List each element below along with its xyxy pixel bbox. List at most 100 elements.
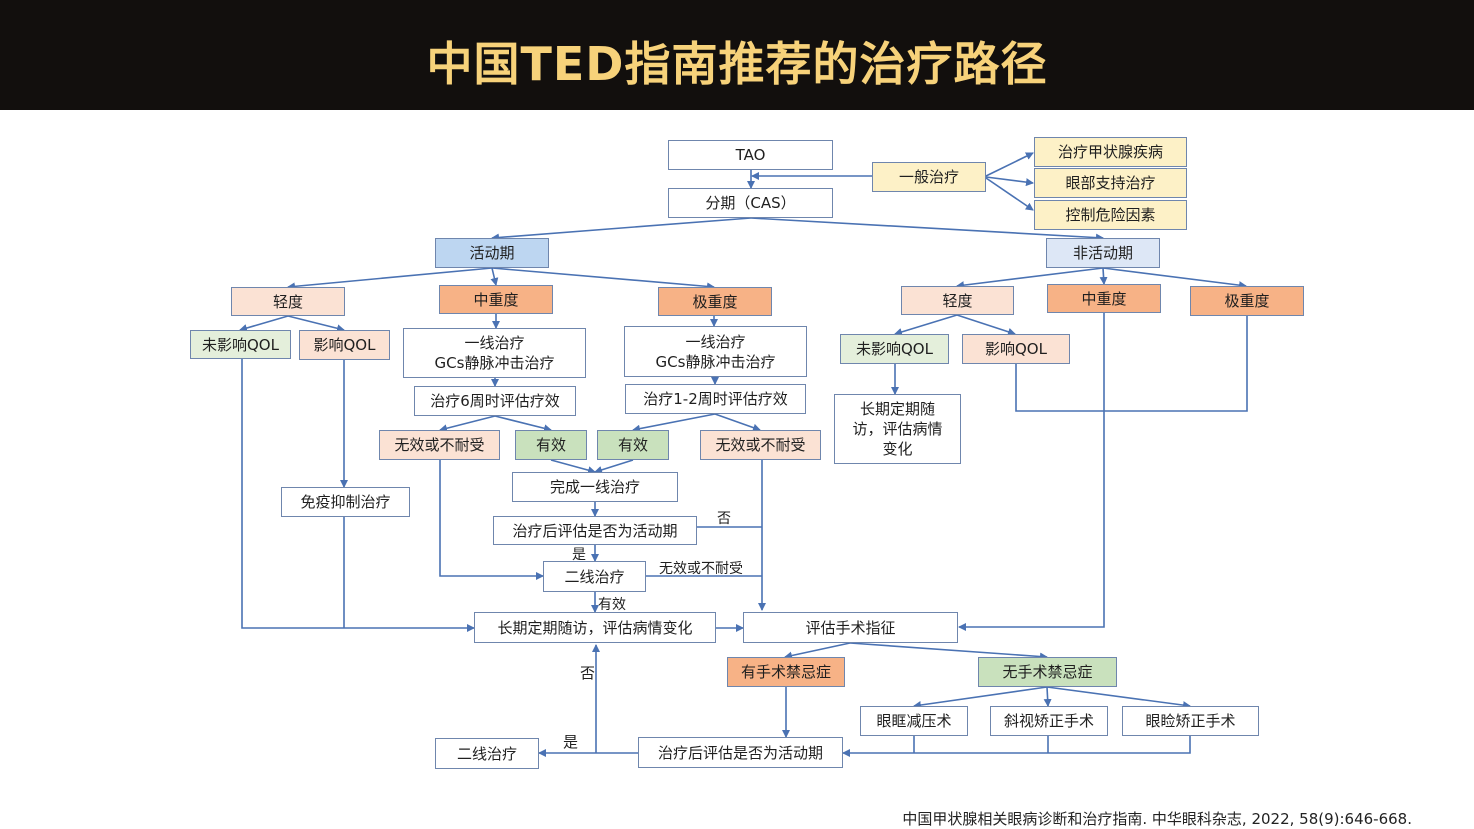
arrow-eval6w-to-ineffective bbox=[439, 415, 496, 433]
inactive-followup-line2: 访，评估病情 bbox=[852, 420, 943, 438]
arrow-imild-to-qol bbox=[956, 314, 1016, 336]
arrow-nocontra-to-strabismus bbox=[1043, 686, 1052, 707]
arrow-nocontra-to-orbital bbox=[913, 686, 1048, 709]
effective-b-label: 有效 bbox=[617, 436, 648, 454]
contraindication-node: 有手术禁忌症 bbox=[727, 657, 845, 687]
line2-treatment-node: 二线治疗 bbox=[543, 561, 646, 592]
strabismus-surgery-node: 斜视矫正手术 bbox=[990, 706, 1108, 736]
inactive-followup-node: 长期定期随 访，评估病情 变化 bbox=[834, 394, 961, 464]
arrow-effective-a-to-complete bbox=[550, 459, 596, 475]
general-treatment-label: 一般治疗 bbox=[898, 168, 959, 186]
long-term-followup-label: 长期定期随访，评估病情变化 bbox=[497, 618, 693, 637]
staging-label: 分期（CAS） bbox=[705, 194, 796, 212]
arrow-ineffective-a-to-line2 bbox=[439, 460, 544, 580]
active-mild-node: 轻度 bbox=[231, 287, 345, 316]
thyroid-treatment-label: 治疗甲状腺疾病 bbox=[1057, 143, 1163, 161]
arrow-eval12w-to-effective bbox=[632, 413, 716, 433]
long-term-followup-node: 长期定期随访，评估病情变化 bbox=[474, 612, 716, 643]
effective-a-node: 有效 bbox=[515, 430, 587, 460]
eye-support-label: 眼部支持治疗 bbox=[1065, 174, 1156, 192]
risk-control-label: 控制危险因素 bbox=[1065, 206, 1156, 224]
immunosuppression-label: 免疫抑制治疗 bbox=[300, 493, 391, 511]
arrow-noqol-to-followup bbox=[241, 359, 475, 632]
label-yes-1: 是 bbox=[572, 547, 586, 563]
arrow-general-to-risk bbox=[985, 177, 1034, 211]
post-eval-active-label: 治疗后评估是否为活动期 bbox=[512, 521, 678, 540]
line2-treatment-label: 二线治疗 bbox=[564, 567, 625, 586]
inactive-followup-line1: 长期定期随 bbox=[859, 400, 935, 418]
line1-treatment-a-node: 一线治疗 GCs静脉冲击治疗 bbox=[403, 328, 586, 378]
post-eval-active-2-node: 治疗后评估是否为活动期 bbox=[638, 737, 843, 768]
active-phase-node: 活动期 bbox=[435, 238, 549, 268]
effective-b-node: 有效 bbox=[597, 430, 669, 460]
tao-label: TAO bbox=[735, 146, 766, 164]
staging-node: 分期（CAS） bbox=[668, 188, 833, 218]
inactive-followup-line3: 变化 bbox=[882, 440, 913, 458]
orbital-decompression-node: 眼眶减压术 bbox=[860, 706, 968, 736]
post-eval-active-node: 治疗后评估是否为活动期 bbox=[493, 516, 697, 545]
arrow-inactive-to-mild bbox=[956, 267, 1104, 290]
arrow-mild-to-noqol bbox=[239, 315, 289, 332]
arrow-effective-b-to-complete bbox=[594, 459, 634, 474]
label-yes-2: 是 bbox=[563, 733, 579, 751]
title-banner bbox=[0, 0, 1474, 110]
arrow-general-to-eye bbox=[985, 176, 1034, 187]
arrow-eval12w-to-ineffective bbox=[714, 413, 761, 432]
page-title: 中国TED指南推荐的治疗路径 bbox=[426, 37, 1048, 91]
eye-support-node: 眼部支持治疗 bbox=[1034, 168, 1187, 198]
arrow-active-to-mild bbox=[287, 267, 493, 291]
complete-line1-label: 完成一线治疗 bbox=[549, 478, 640, 496]
line1-b-title: 一线治疗 bbox=[685, 332, 746, 351]
ineffective-b-label: 无效或不耐受 bbox=[715, 436, 806, 454]
line2-treatment-b-label: 二线治疗 bbox=[456, 744, 517, 763]
inactive-mild-node: 轻度 bbox=[901, 286, 1014, 315]
arrow-staging-to-inactive bbox=[750, 217, 1104, 242]
active-qol-node: 影响QOL bbox=[299, 330, 390, 360]
post-eval-active-2-label: 治疗后评估是否为活动期 bbox=[657, 743, 823, 762]
orbital-decompression-label: 眼眶减压术 bbox=[876, 712, 952, 730]
arrow-inactive-to-moderate bbox=[1099, 267, 1108, 285]
no-contraindication-node: 无手术禁忌症 bbox=[978, 657, 1117, 687]
no-contraindication-label: 无手术禁忌症 bbox=[1002, 663, 1093, 681]
general-treatment-node: 一般治疗 bbox=[872, 162, 986, 192]
eval-12w-node: 治疗1-2周时评估疗效 bbox=[625, 384, 806, 414]
arrow-nocontra-to-eyelid bbox=[1046, 686, 1191, 710]
arrow-surgeries-to-posteval2 bbox=[843, 736, 1191, 753]
line1-a-subtitle: GCs静脉冲击治疗 bbox=[434, 354, 555, 372]
eyelid-surgery-node: 眼睑矫正手术 bbox=[1122, 706, 1259, 736]
line2-treatment-b-node: 二线治疗 bbox=[435, 738, 539, 769]
label-no-2: 否 bbox=[580, 664, 596, 682]
ineffective-b-node: 无效或不耐受 bbox=[700, 430, 821, 460]
thyroid-treatment-node: 治疗甲状腺疾病 bbox=[1034, 137, 1187, 167]
contraindication-label: 有手术禁忌症 bbox=[740, 663, 831, 681]
eval-12w-label: 治疗1-2周时评估疗效 bbox=[643, 390, 788, 408]
risk-control-node: 控制危险因素 bbox=[1034, 200, 1187, 230]
active-no-qol-node: 未影响QOL bbox=[190, 330, 291, 359]
arrow-imild-to-noqol bbox=[894, 314, 958, 336]
line-iqol-severe-join bbox=[1015, 316, 1248, 412]
arrow-staging-to-active bbox=[491, 217, 752, 242]
active-phase-label: 活动期 bbox=[469, 244, 515, 262]
strabismus-surgery-label: 斜视矫正手术 bbox=[1003, 712, 1094, 730]
immunosuppression-node: 免疫抑制治疗 bbox=[281, 487, 410, 517]
line1-b-subtitle: GCs静脉冲击治疗 bbox=[655, 352, 776, 371]
ineffective-a-node: 无效或不耐受 bbox=[379, 430, 500, 460]
effective-a-label: 有效 bbox=[535, 436, 566, 454]
inactive-moderate-node: 中重度 bbox=[1047, 284, 1161, 313]
inactive-moderate-label: 中重度 bbox=[1081, 289, 1127, 308]
inactive-phase-label: 非活动期 bbox=[1072, 244, 1133, 262]
tao-node: TAO bbox=[668, 140, 833, 170]
arrow-active-to-moderate bbox=[490, 267, 499, 286]
arrow-eval6w-to-effective bbox=[494, 415, 552, 433]
ineffective-a-label: 无效或不耐受 bbox=[394, 436, 485, 454]
eyelid-surgery-label: 眼睑矫正手术 bbox=[1145, 712, 1236, 730]
inactive-severe-label: 极重度 bbox=[1224, 292, 1270, 310]
arrow-general-to-thyroid bbox=[985, 152, 1034, 177]
line1-a-title: 一线治疗 bbox=[464, 334, 525, 352]
active-moderate-label: 中重度 bbox=[473, 290, 519, 309]
eval-6w-node: 治疗6周时评估疗效 bbox=[414, 386, 576, 416]
active-qol-label: 影响QOL bbox=[313, 336, 376, 354]
arrow-inactive-to-severe bbox=[1102, 267, 1247, 290]
active-mild-label: 轻度 bbox=[272, 292, 303, 311]
